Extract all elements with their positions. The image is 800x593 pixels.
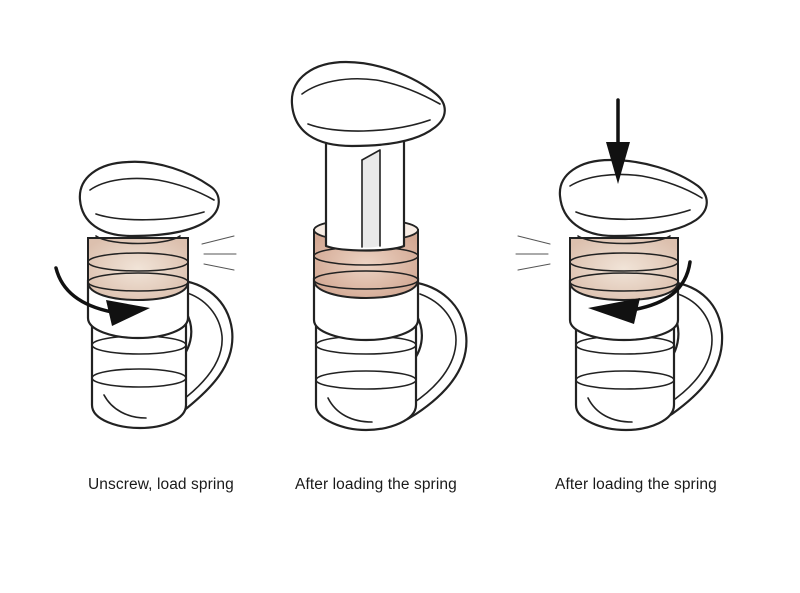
spring-rings	[87, 237, 189, 302]
motion-lines-icon	[515, 235, 551, 271]
stem	[324, 136, 406, 252]
figure-unscrew	[54, 160, 237, 430]
spring-rings	[569, 237, 679, 302]
motion-lines-icon	[201, 235, 237, 271]
rotate-arrow-icon	[588, 260, 692, 324]
caption-after-loading-2: After loading the spring	[555, 476, 717, 493]
rotate-arrow-icon	[54, 266, 150, 326]
figure-loaded-extended	[290, 60, 468, 432]
cap	[558, 158, 708, 238]
cap	[290, 60, 446, 148]
caption-after-loading-1: After loading the spring	[295, 476, 457, 493]
cap	[78, 160, 220, 238]
caption-unscrew: Unscrew, load spring	[88, 476, 234, 493]
press-down-arrow-icon	[606, 98, 630, 184]
figure-loaded-pressed	[515, 98, 724, 432]
